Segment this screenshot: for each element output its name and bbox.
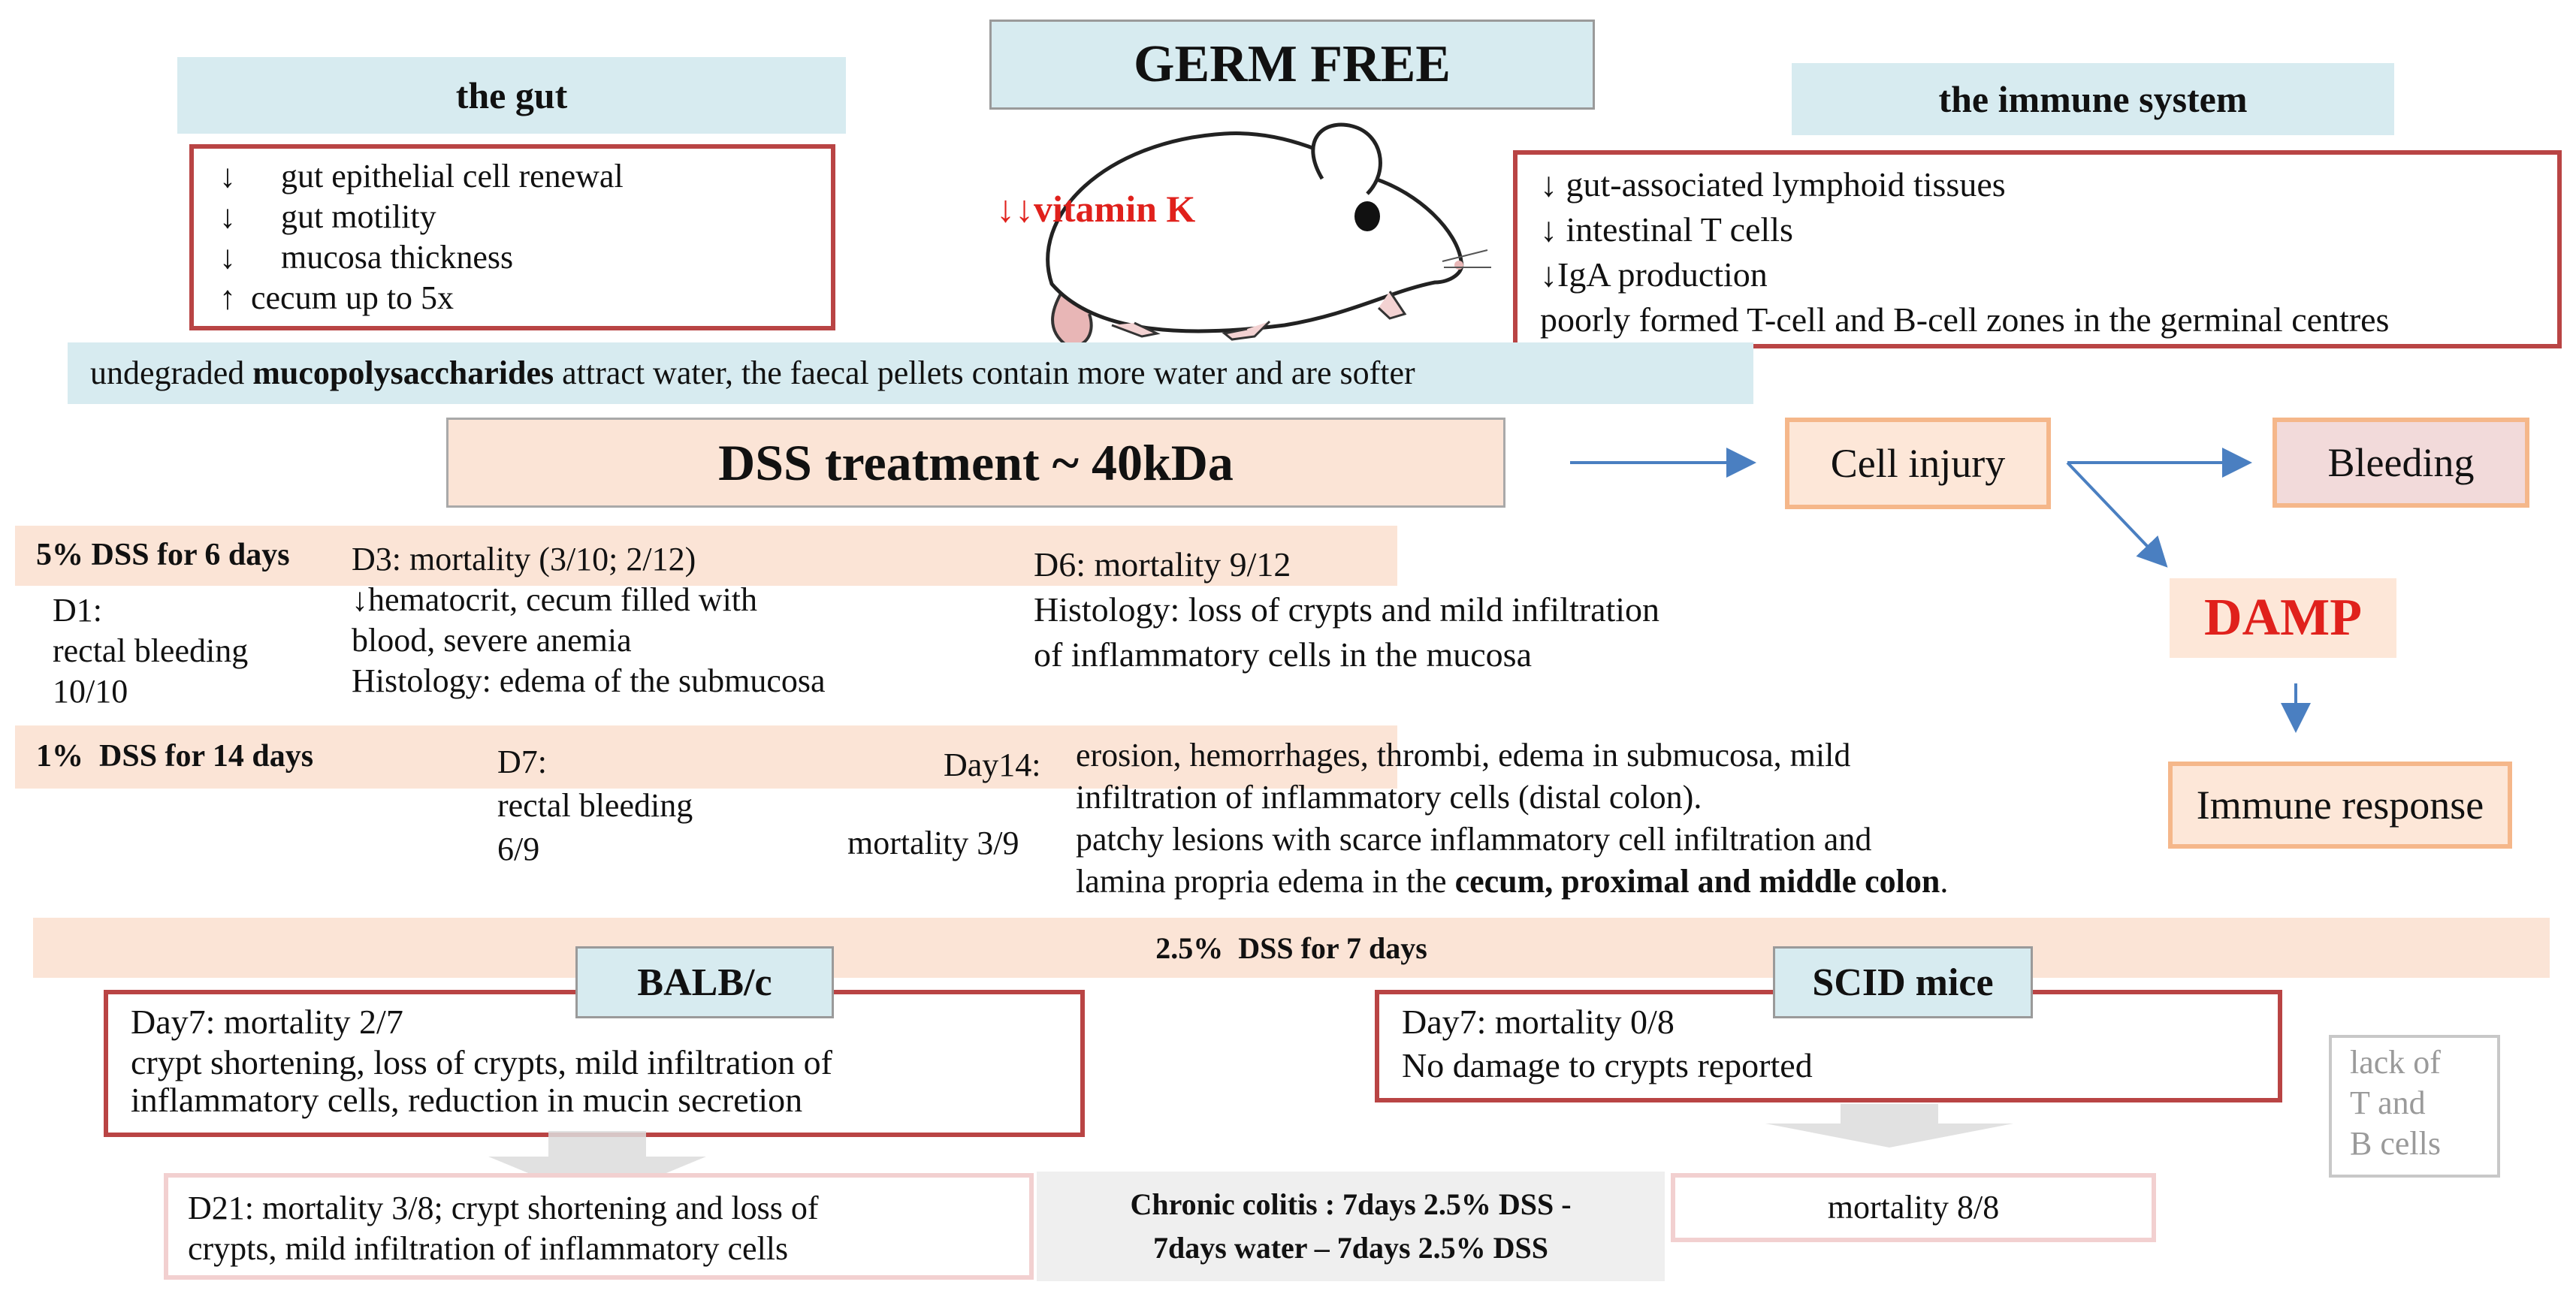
dss-treatment-box: DSS treatment ~ 40kDa — [446, 418, 1505, 508]
immune-title-box: the immune system — [1792, 63, 2394, 135]
lack-tb-cells-box: lack of T and B cells — [2329, 1035, 2500, 1178]
row-5pct-d6: D6: mortality 9/12 Histology: loss of cr… — [1034, 545, 1660, 674]
row-1pct-mortality: mortality 3/9 — [847, 825, 1019, 861]
mucopoly-pre: undegraded — [90, 354, 253, 391]
balbc-d21-box: D21: mortality 3/8; crypt shortening and… — [164, 1173, 1034, 1280]
damp-box: DAMP — [2170, 578, 2396, 658]
immune-effect-item: ↓ intestinal T cells — [1540, 210, 1793, 249]
dss-treatment-title: DSS treatment ~ 40kDa — [718, 433, 1234, 491]
row-1pct-day14-label: Day14: — [944, 747, 1041, 783]
germ-free-title: GERM FREE — [1134, 35, 1451, 93]
row-5pct-d3: D3: mortality (3/10; 2/12) ↓hematocrit, … — [352, 541, 826, 699]
gut-title: the gut — [455, 74, 568, 116]
row-1pct-d7: D7: rectal bleeding 6/9 — [497, 743, 693, 867]
mouse-whiskers — [1442, 249, 1491, 268]
balbc-progression-arrow — [488, 1131, 706, 1202]
scid-progression-arrow — [1765, 1104, 2013, 1148]
scid-label-box: SCID mice — [1773, 946, 2033, 1018]
germ-free-title-box: GERM FREE — [989, 20, 1595, 110]
damp-label: DAMP — [2204, 589, 2362, 647]
immune-effects-box: ↓ gut-associated lymphoid tissues ↓ inte… — [1513, 150, 2562, 348]
gut-title-box: the gut — [177, 57, 846, 134]
mouse-eye — [1354, 201, 1380, 231]
bleeding-box: Bleeding — [2272, 418, 2529, 508]
balbc-label: BALB/c — [637, 961, 772, 1004]
row-5pct-band — [15, 526, 1397, 586]
gut-effect-item: ↓gut motility — [219, 197, 831, 237]
row-2-5pct-band: 2.5% DSS for 7 days — [33, 918, 2550, 978]
chronic-colitis-box: Chronic colitis : 7days 2.5% DSS - 7days… — [1037, 1172, 1665, 1281]
balbc-day7-box: Day7: mortality 2/7 crypt shortening, lo… — [104, 990, 1085, 1137]
gut-effects-box: ↓gut epithelial cell renewal ↓gut motili… — [189, 144, 835, 330]
cell-injury-label: Cell injury — [1830, 441, 2006, 486]
arrow-cell-injury-to-damp — [2066, 461, 2168, 568]
balbc-label-box: BALB/c — [575, 946, 834, 1018]
scid-mortality-label: mortality 8/8 — [1827, 1189, 2000, 1226]
mouse-foot — [1111, 321, 1161, 338]
row-2-5pct-label: 2.5% DSS for 7 days — [1155, 930, 1427, 965]
immune-effect-item: ↓IgA production — [1540, 255, 1768, 294]
down-arrow-icon: ↓ — [219, 158, 236, 195]
gut-effect-item: ↓mucosa thickness — [219, 237, 831, 278]
cell-injury-box: Cell injury — [1785, 418, 2051, 509]
row-5pct-d1: D1: rectal bleeding 10/10 — [53, 592, 249, 710]
down-arrow-icon: ↓ — [219, 239, 236, 276]
row-1pct-label: 1% DSS for 14 days — [36, 739, 314, 774]
bleeding-label: Bleeding — [2327, 440, 2475, 485]
mouse-ear — [1311, 122, 1382, 195]
gut-effect-item: ↓gut epithelial cell renewal — [219, 156, 831, 197]
mouse-foot — [1222, 320, 1271, 341]
mucopolysaccharides-band: undegraded mucopolysaccharides attract w… — [68, 342, 1753, 404]
row-5pct-label: 5% DSS for 6 days — [36, 538, 290, 572]
mouse-icon — [1046, 122, 1491, 348]
immune-effect-item: poorly formed T-cell and B-cell zones in… — [1540, 300, 2390, 339]
gut-effect-item: ↑cecum up to 5x — [219, 278, 831, 318]
scid-label: SCID mice — [1812, 961, 1994, 1004]
immune-effect-item: ↓ gut-associated lymphoid tissues — [1540, 165, 2006, 204]
row-1pct-day14-text: erosion, hemorrhages, thrombi, edema in … — [1076, 737, 1949, 900]
up-arrow-icon: ↑ — [219, 279, 236, 316]
mucopoly-bold: mucopolysaccharides — [252, 354, 554, 391]
vitamin-k-label: ↓↓vitamin K — [996, 188, 1196, 230]
down-arrow-icon: ↓ — [219, 198, 236, 235]
mouse-foot — [1377, 291, 1407, 320]
scid-mortality-box: mortality 8/8 — [1671, 1173, 2156, 1242]
immune-response-box: Immune response — [2168, 762, 2512, 849]
immune-title: the immune system — [1938, 78, 2248, 120]
row-1pct-band — [15, 725, 1397, 789]
immune-response-label: Immune response — [2196, 783, 2484, 828]
mucopoly-post: attract water, the faecal pellets contai… — [554, 354, 1415, 391]
